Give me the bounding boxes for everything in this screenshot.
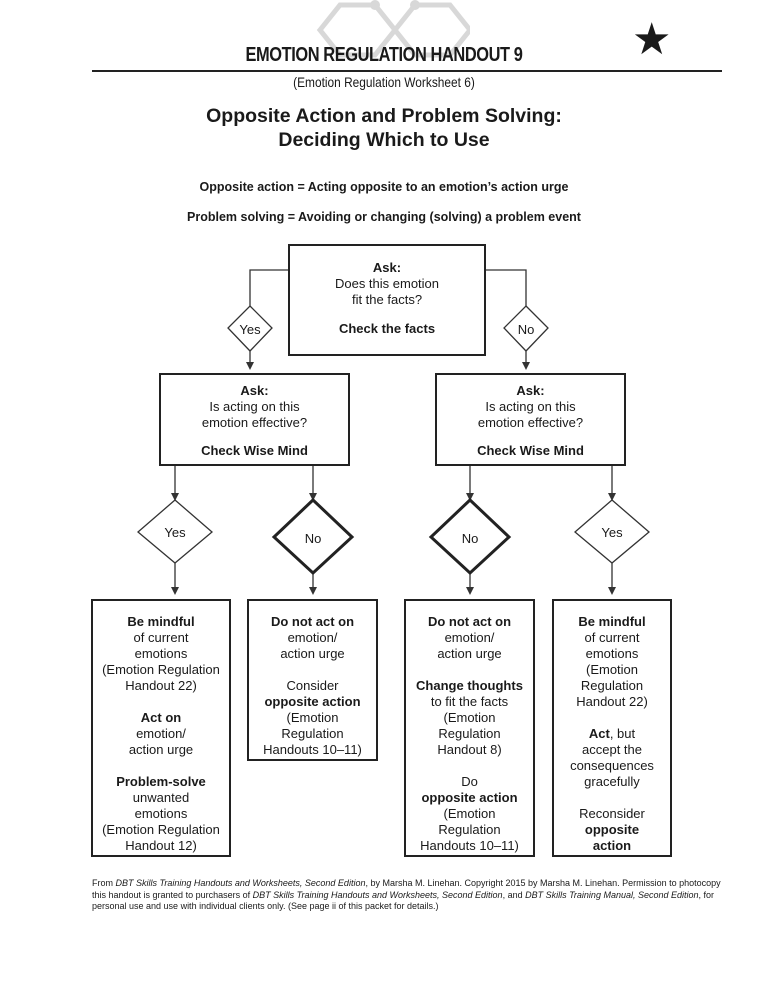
question-line: emotion effective? <box>201 415 308 430</box>
outcome-box-2: Do not act on emotion/ action urge Consi… <box>247 599 378 761</box>
outcome-text: Handouts 10–11) <box>420 838 519 853</box>
check-facts-label: Check the facts <box>338 321 436 336</box>
outcome-heading: Be mindful <box>127 614 195 629</box>
ask-label: Ask: <box>516 383 545 398</box>
handout-subtitle: (Emotion Regulation Worksheet 6) <box>293 74 475 90</box>
decorative-hexagon-graphic <box>316 0 470 58</box>
outcome-text: Act, but <box>554 726 670 742</box>
question-line: Is acting on this <box>209 399 300 414</box>
page-title: Opposite Action and Problem Solving: Dec… <box>100 104 668 152</box>
yes-label: Yes <box>601 525 623 540</box>
footer-book-title: DBT Skills Training Manual, Second Editi… <box>525 889 699 900</box>
outcome-text: (Emotion <box>443 710 496 725</box>
outcome-heading: Change thoughts <box>416 678 523 693</box>
question-line: Does this emotion <box>334 276 440 291</box>
outcome-text: unwanted <box>132 790 190 805</box>
question-line: Is acting on this <box>485 399 576 414</box>
no-diamond-left <box>271 497 355 576</box>
outcome-text: Consider <box>286 678 339 693</box>
footer-text: , and <box>502 889 526 900</box>
outcome-heading: Act <box>588 726 610 741</box>
outcome-text: Handouts 10–11) <box>263 742 362 757</box>
outcome-heading: opposite <box>584 822 640 837</box>
no-label: No <box>517 322 535 337</box>
ask-label: Ask: <box>240 383 269 398</box>
outcome-text: emotions <box>134 646 188 661</box>
no-label: No <box>461 531 479 546</box>
yes-label: Yes <box>239 322 261 337</box>
outcome-text: Reconsider <box>579 806 645 821</box>
no-diamond-top <box>503 305 549 352</box>
outcome-text: emotion/ <box>444 630 495 645</box>
outcome-text: (Emotion <box>286 710 339 725</box>
outcome-text: emotions <box>134 806 188 821</box>
outcome-text: action urge <box>437 646 502 661</box>
outcome-box-3: Do not act on emotion/ action urge Chang… <box>404 599 535 857</box>
no-label: No <box>304 531 322 546</box>
outcome-heading: Problem-solve <box>116 774 206 789</box>
question-line: fit the facts? <box>351 292 423 307</box>
outcome-heading: opposite action <box>421 790 518 805</box>
header-divider <box>92 70 722 72</box>
outcome-text: consequences <box>570 758 654 773</box>
outcome-text: of current <box>133 630 189 645</box>
outcome-text: accept the <box>582 742 642 757</box>
outcome-text: (Emotion Regulation <box>102 662 220 677</box>
outcome-text: , but <box>609 726 636 741</box>
check-wise-mind-label: Check Wise Mind <box>477 443 584 458</box>
outcome-text: emotion/ <box>136 726 186 741</box>
footer-book-title: DBT Skills Training Handouts and Workshe… <box>115 878 366 888</box>
outcome-heading: opposite action <box>264 694 361 709</box>
yes-label: Yes <box>164 525 186 540</box>
outcome-text: to fit the facts <box>430 694 509 709</box>
outcome-text: Handout 8) <box>437 742 502 757</box>
check-wise-mind-label: Check Wise Mind <box>201 443 308 458</box>
outcome-text: Do <box>461 774 478 789</box>
question-line: emotion effective? <box>477 415 584 430</box>
outcome-heading: Act on <box>140 710 182 725</box>
outcome-heading: Be mindful <box>578 614 646 629</box>
definition-problem-solving: Problem solving = Avoiding or changing (… <box>187 210 581 224</box>
outcome-box-4: Be mindful of current emotions (Emotion … <box>552 599 672 857</box>
footer-text: , for personal use and use with individu… <box>92 889 715 912</box>
outcome-text: Handout 12) <box>125 838 197 853</box>
outcome-text: (Emotion <box>443 806 496 821</box>
yes-diamond-top <box>227 305 273 352</box>
ask-label: Ask: <box>372 260 402 275</box>
footer-book-title: DBT Skills Training Handouts and Workshe… <box>252 889 503 900</box>
outcome-text: gracefully <box>584 774 640 789</box>
outcome-text: (Emotion Regulation <box>102 822 220 837</box>
copyright-footer: From DBT Skills Training Handouts and Wo… <box>92 878 722 913</box>
yes-diamond-left <box>136 499 214 564</box>
outcome-text: action urge <box>128 742 194 757</box>
wise-mind-box-right: Ask: Is acting on this emotion effective… <box>435 373 626 466</box>
outcome-text: Handout 22) <box>125 678 197 693</box>
outcome-text: Regulation <box>281 726 344 741</box>
wise-mind-box-left: Ask: Is acting on this emotion effective… <box>159 373 350 466</box>
page-title-line-2: Deciding Which to Use <box>278 129 490 151</box>
page-title-line-1: Opposite Action and Problem Solving: <box>206 105 562 127</box>
outcome-text: (Emotion <box>585 662 639 677</box>
outcome-text: of current <box>584 630 640 645</box>
yes-diamond-right <box>573 499 651 564</box>
definition-opposite-action: Opposite action = Acting opposite to an … <box>199 180 569 194</box>
footer-text: , by Marsha M. Linehan. Copyright 2015 b… <box>92 878 721 900</box>
outcome-text: Regulation <box>438 822 501 837</box>
footer-text: From <box>92 878 116 888</box>
outcome-text: emotion/ <box>287 630 338 645</box>
outcome-heading: action <box>592 838 632 853</box>
outcome-text: emotions <box>585 646 639 661</box>
fit-the-facts-box: Ask: Does this emotion fit the facts? Ch… <box>288 244 486 356</box>
outcome-text: action urge <box>280 646 345 661</box>
star-icon: ★ <box>632 15 672 64</box>
outcome-heading: Do not act on <box>270 614 355 629</box>
outcome-text: Regulation <box>580 678 644 693</box>
no-diamond-right <box>428 497 512 576</box>
outcome-heading: Do not act on <box>427 614 512 629</box>
outcome-text: Handout 22) <box>576 694 648 709</box>
handout-title: EMOTION REGULATION HANDOUT 9 <box>245 44 523 66</box>
outcome-text: Regulation <box>438 726 501 741</box>
outcome-box-1: Be mindful of current emotions (Emotion … <box>91 599 231 857</box>
